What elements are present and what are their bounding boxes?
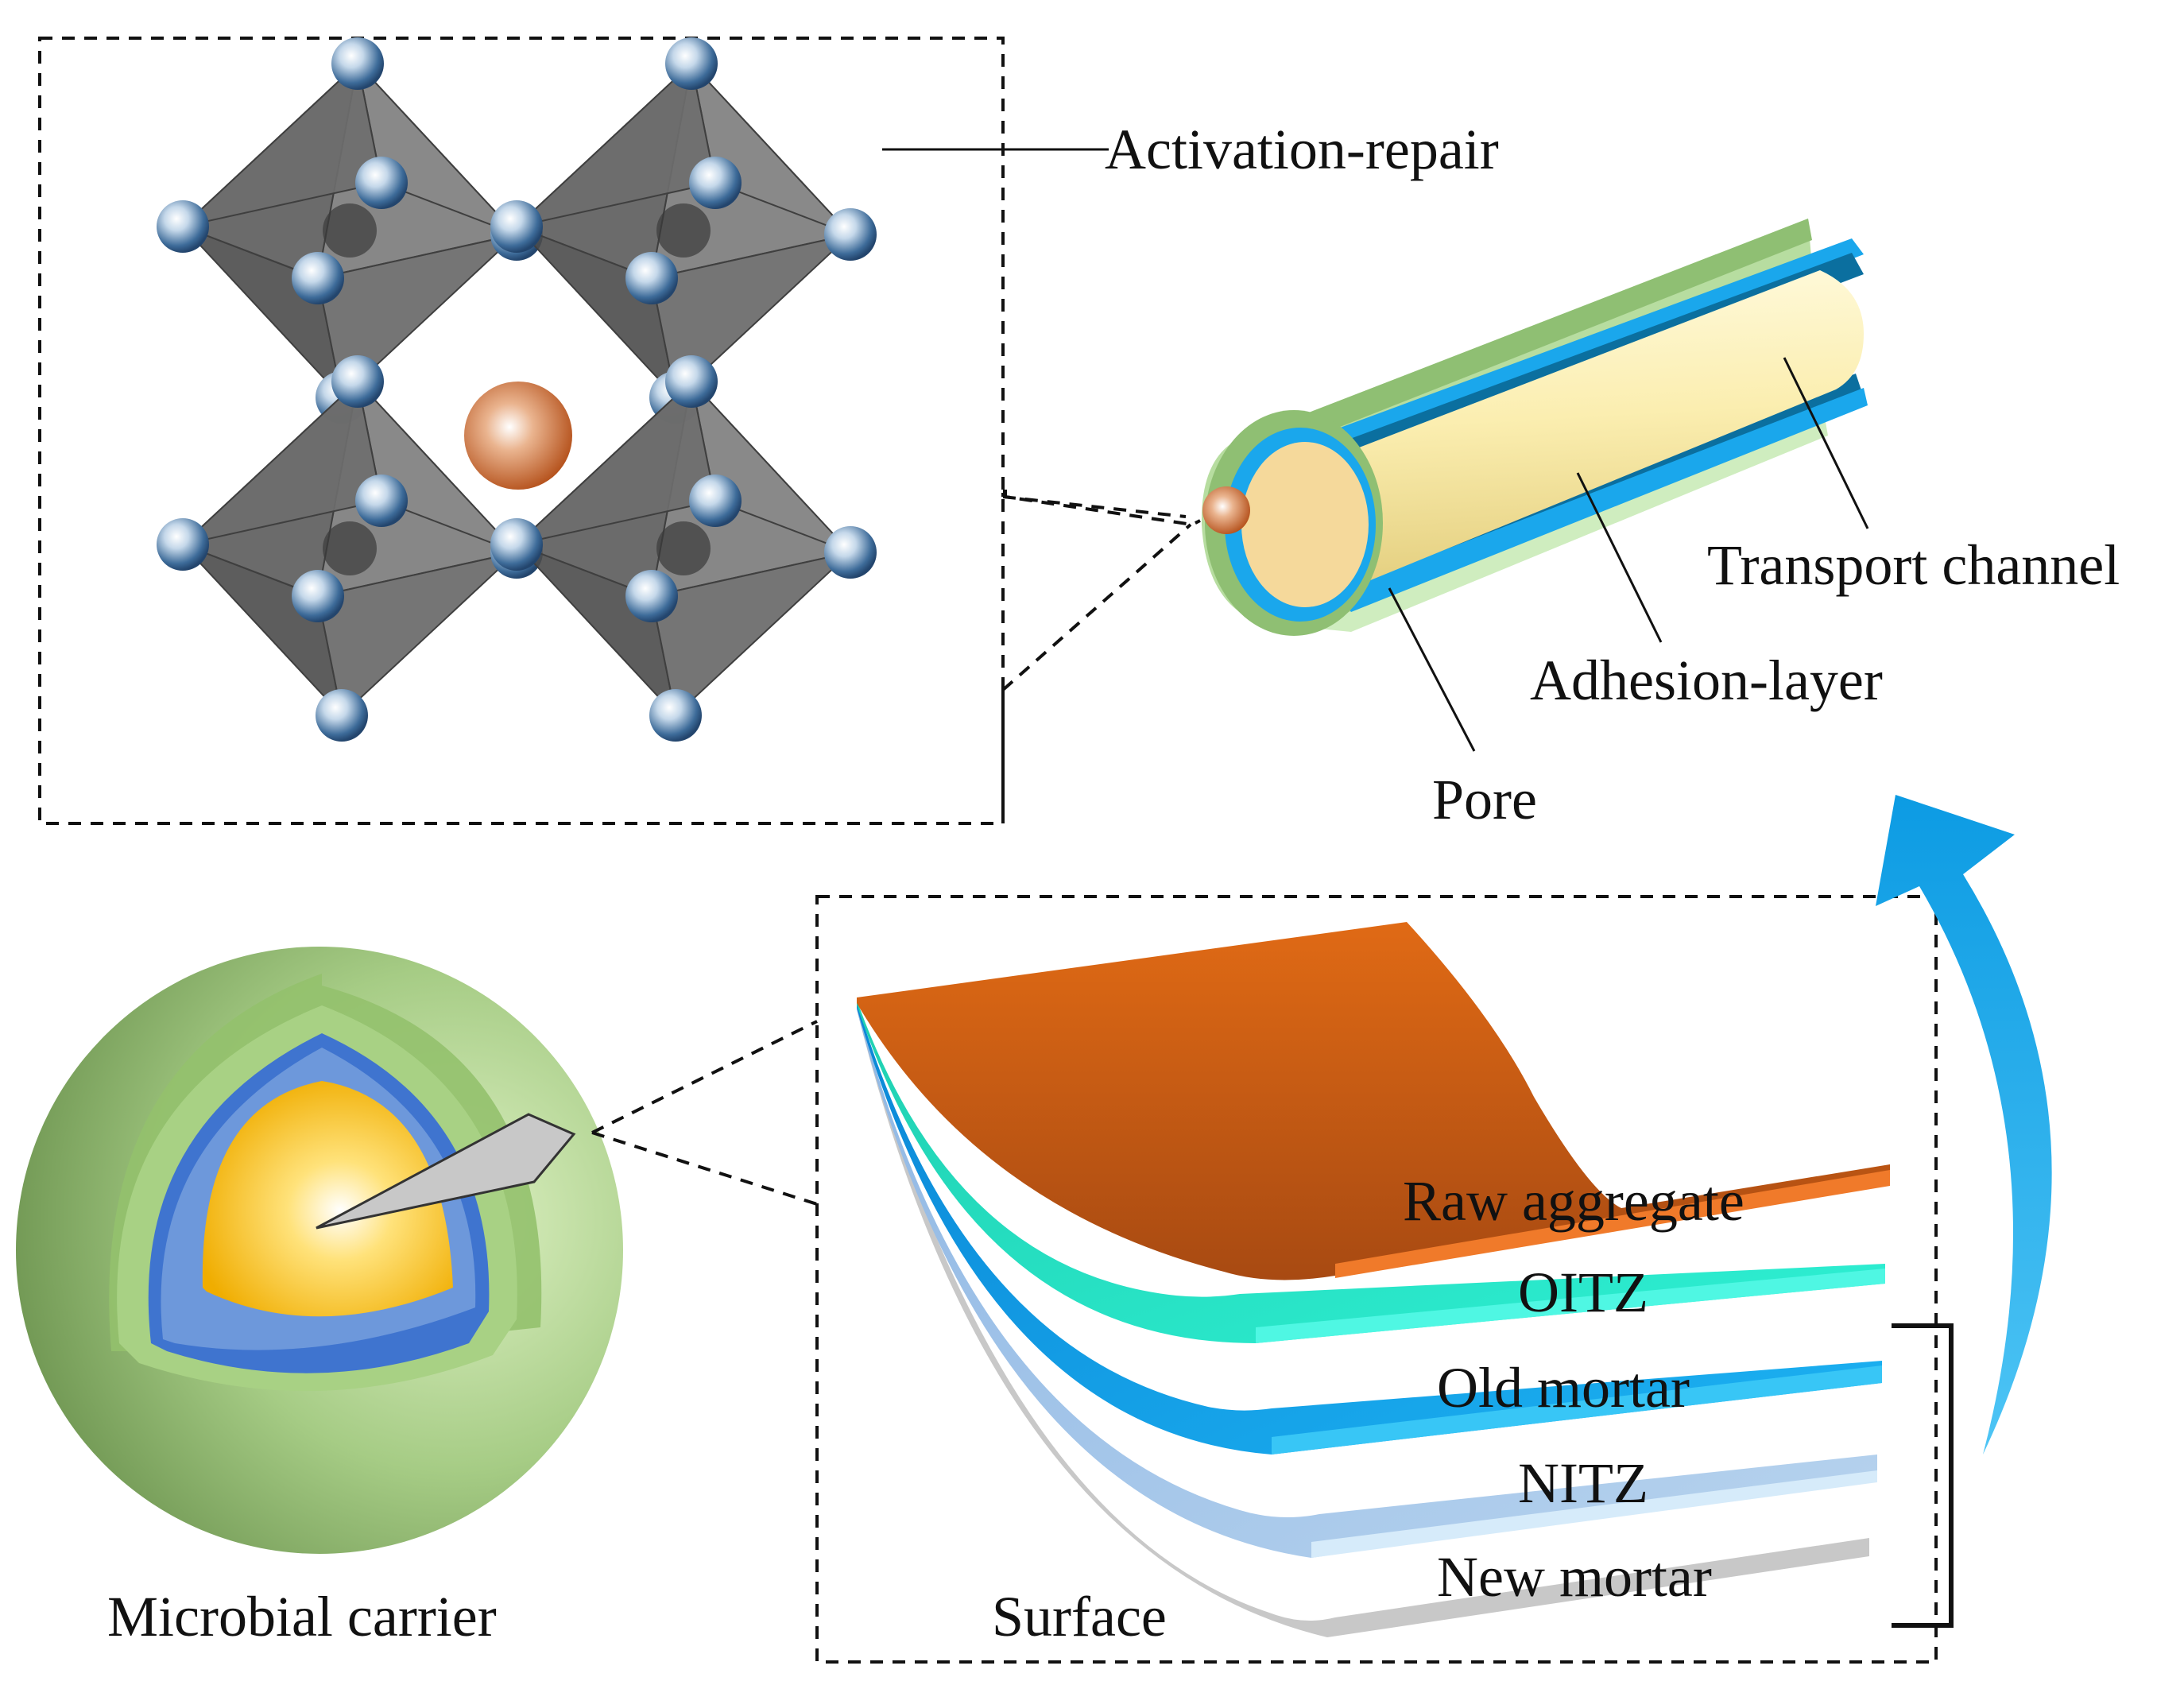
adhesion-layer-label: Adhesion-layer	[1530, 649, 1883, 712]
octahedron-center-atom	[656, 521, 711, 575]
anion-atom	[355, 157, 408, 209]
nitz-label: NITZ	[1518, 1451, 1648, 1515]
transport-leader	[1783, 357, 1869, 529]
old-mortar-edge	[1272, 1365, 1882, 1455]
zoom-line-lower	[1001, 523, 1192, 691]
adhesion-leader	[1576, 472, 1663, 643]
new-mortar-label: New mortar	[1437, 1545, 1712, 1609]
microbial-carrier: Microbial carrier	[16, 947, 623, 1648]
perovskite-lattice-icon	[157, 37, 877, 742]
anion-atom	[157, 518, 209, 571]
anion-atom	[665, 355, 718, 408]
curved-up-arrow-icon	[1876, 795, 2052, 1455]
anion-atom	[157, 200, 209, 253]
center-cation-atom	[464, 382, 572, 490]
anion-atom	[689, 157, 742, 209]
raw-aggregate-edge	[1335, 1170, 1890, 1278]
anion-atom	[625, 570, 678, 622]
carrier-core	[202, 1081, 453, 1317]
octahedron-face	[650, 233, 854, 399]
octahedron-face	[513, 380, 717, 546]
octahedron-center-atom	[656, 203, 711, 258]
pore-label: Pore	[1432, 768, 1537, 831]
anion-atom	[649, 689, 702, 742]
old-mortar-label: Old mortar	[1437, 1356, 1690, 1420]
anion-atom	[490, 518, 543, 571]
activation-repair-label: Activation-repair	[1105, 118, 1499, 181]
transport-channel-body	[1303, 270, 1864, 588]
anion-atom	[331, 37, 384, 90]
adhesion-layer-bottom	[1335, 388, 1868, 612]
carrier-wedge-pointer	[316, 1113, 576, 1230]
anion-atom	[665, 37, 718, 90]
anion-atom	[490, 200, 543, 253]
raw-aggregate-label: Raw aggregate	[1403, 1169, 1744, 1233]
octahedron-face	[180, 62, 383, 228]
oitz-edge	[1256, 1269, 1885, 1343]
anion-atom	[331, 355, 384, 408]
anion-atom	[355, 475, 408, 527]
anion-atom	[824, 526, 877, 579]
octahedron-face	[513, 62, 717, 228]
outer-sheath-top	[1256, 219, 1812, 457]
mortar-bracket	[1892, 1323, 1954, 1628]
octahedron-face	[650, 551, 854, 717]
anion-atom	[292, 252, 344, 304]
nitz-edge	[1311, 1470, 1877, 1558]
zoom-line-upper	[1002, 495, 1187, 518]
end-face-core	[1241, 442, 1369, 607]
anion-atom	[316, 689, 368, 742]
channel-icon: Transport channel Adhesion-layer Pore	[1201, 219, 2120, 831]
crystal-zoom-connector	[1001, 490, 1201, 823]
crystal-panel: Activation-repair	[38, 37, 1499, 825]
surface-panel: Raw aggregate OITZ Old mortar NITZ New m…	[815, 895, 1954, 1664]
surface-zoom-line-upper	[591, 1020, 818, 1134]
surface-zoom-line-lower	[591, 1131, 818, 1206]
anion-atom	[689, 475, 742, 527]
octahedron-center-atom	[323, 203, 377, 258]
anion-atom	[824, 208, 877, 261]
transport-channel-label: Transport channel	[1707, 533, 2120, 597]
crystal-panel-frame	[38, 37, 1005, 825]
surface-label: Surface	[992, 1585, 1167, 1648]
anion-atom	[625, 252, 678, 304]
pore-leader	[1388, 587, 1476, 752]
microbial-carrier-label: Microbial carrier	[107, 1585, 497, 1648]
pore-atom	[1202, 486, 1250, 534]
octahedron-face	[316, 233, 520, 399]
octahedron-center-atom	[323, 521, 377, 575]
oitz-label: OITZ	[1518, 1261, 1648, 1324]
octahedron-face	[316, 551, 520, 717]
surface-panel-frame	[815, 895, 1938, 1664]
anion-atom	[292, 570, 344, 622]
raw-aggregate-layer	[857, 922, 1890, 1280]
octahedron-face	[180, 380, 383, 546]
